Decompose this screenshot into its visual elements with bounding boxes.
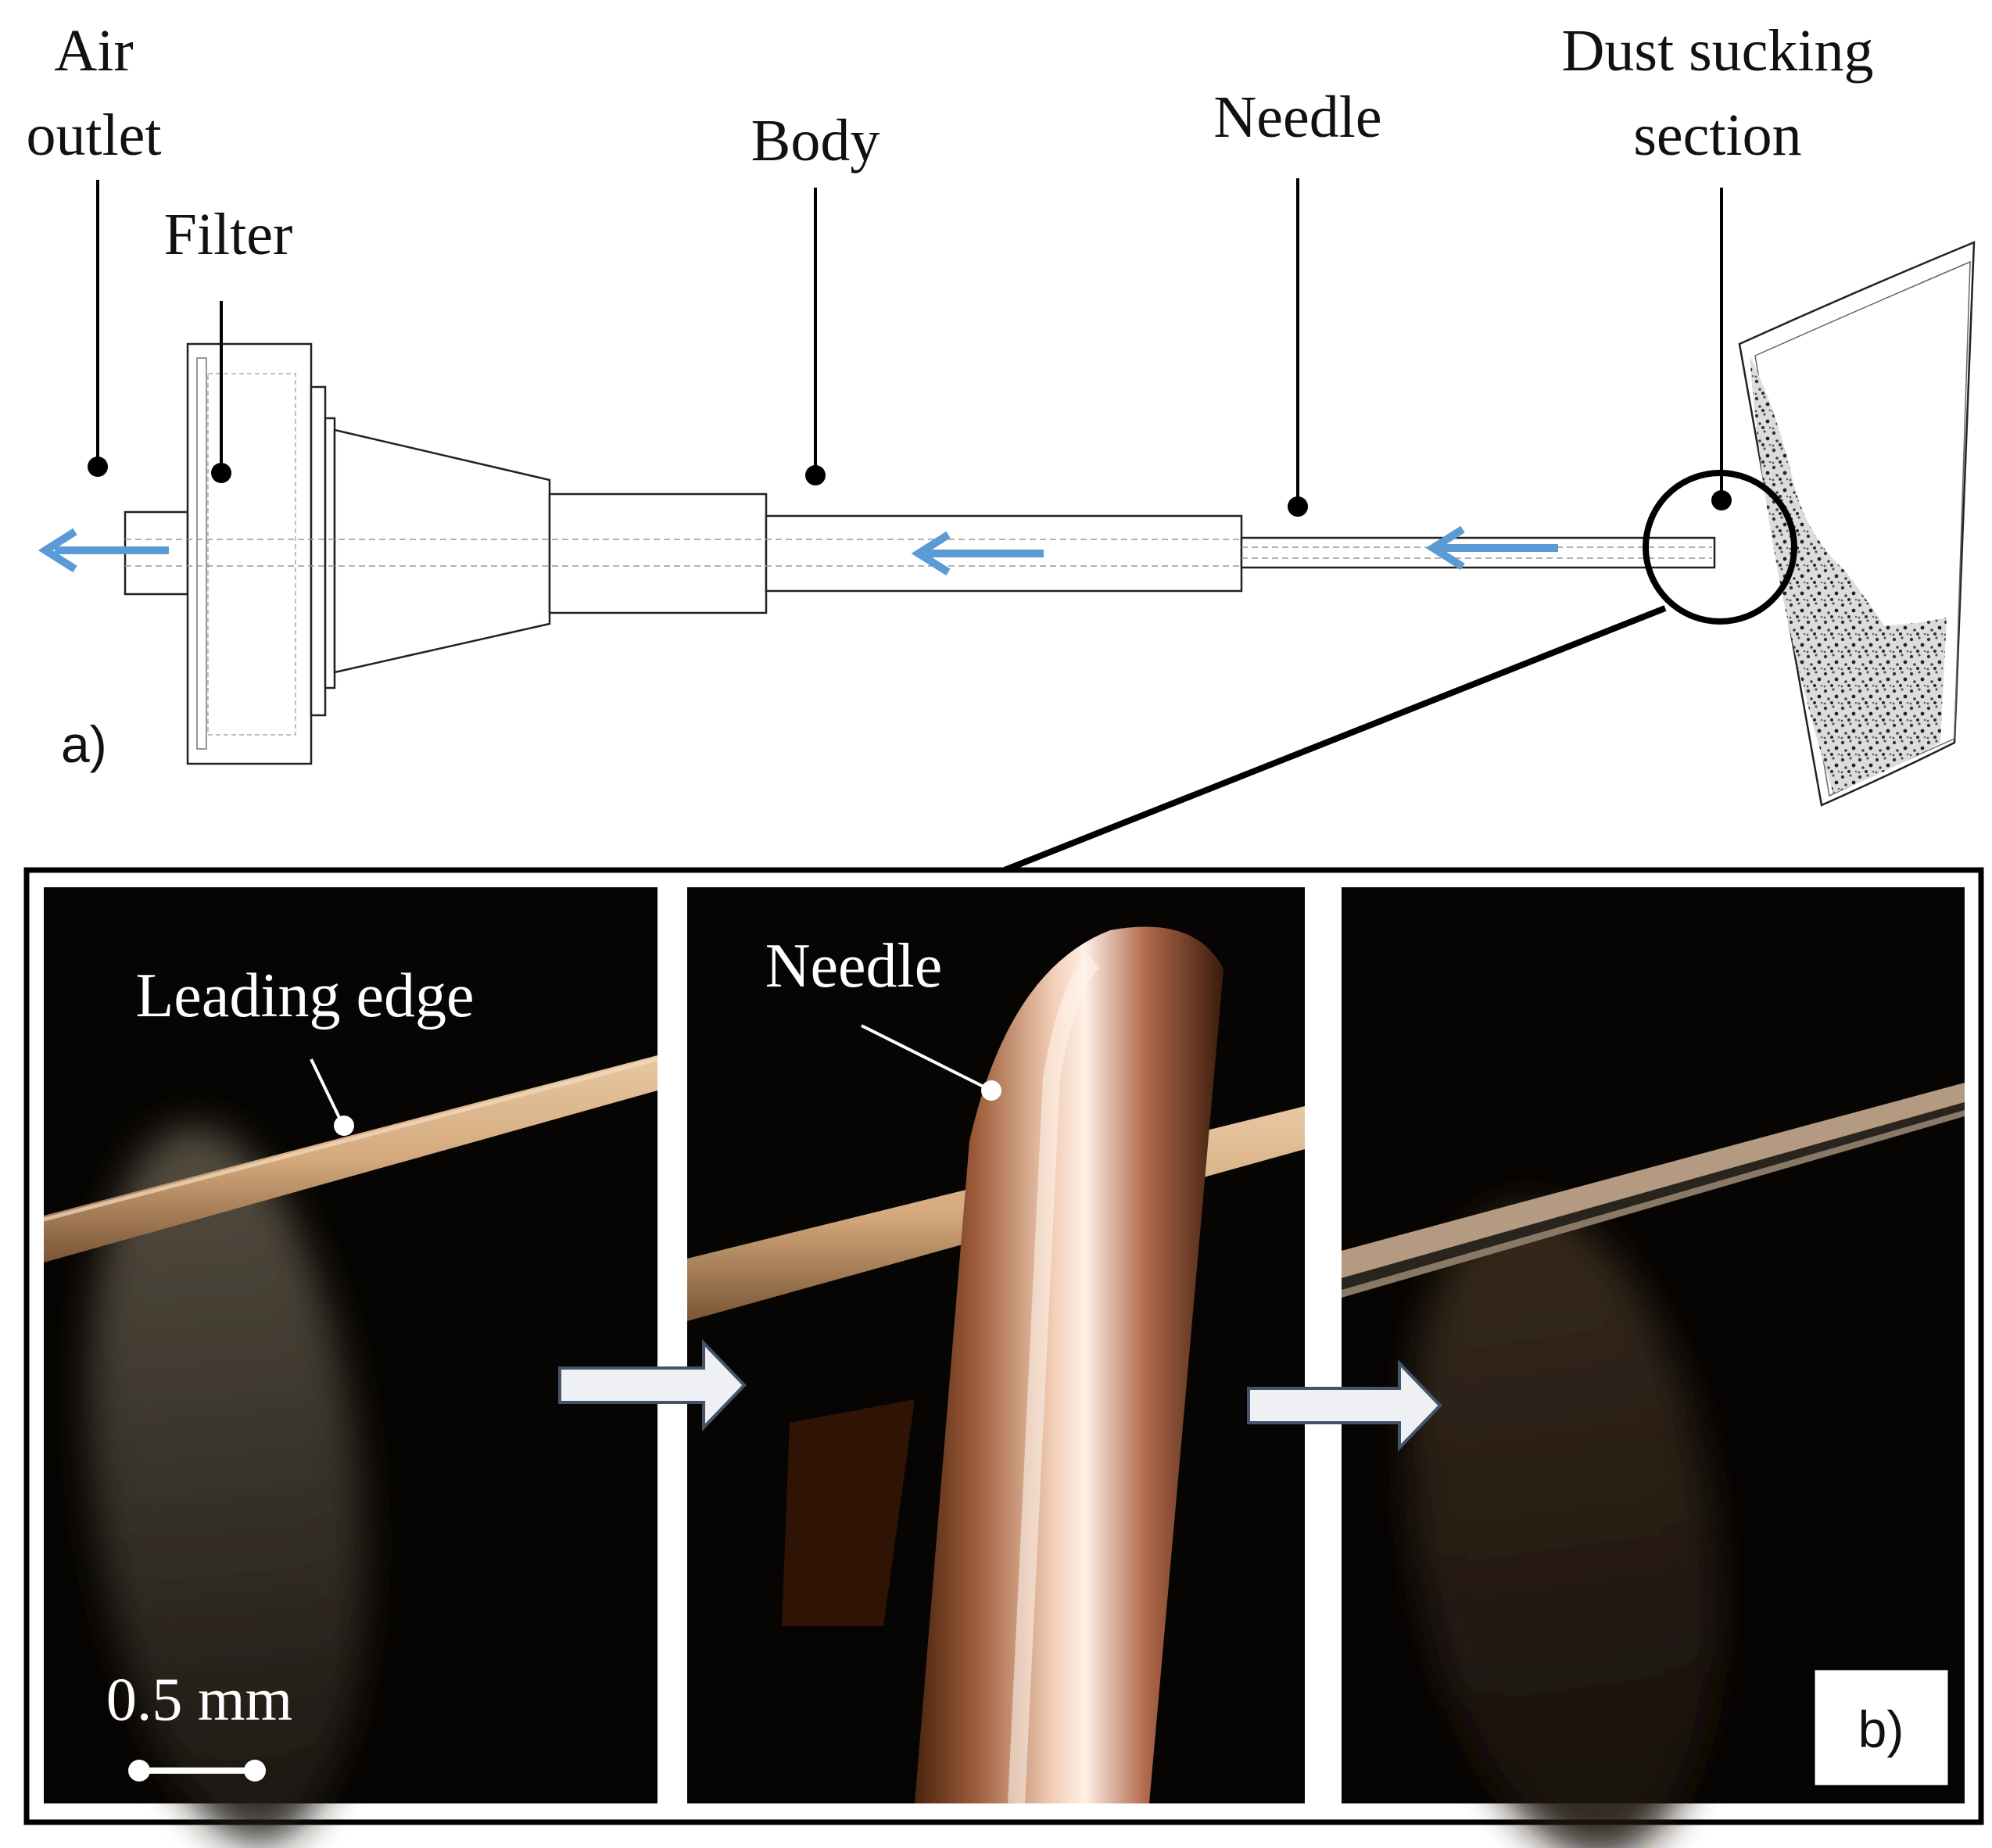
cone-adapter [333, 428, 551, 674]
label-air-outlet-line1: Air [54, 18, 133, 84]
label-needle: Needle [1213, 84, 1381, 150]
zoom-connector [1003, 605, 1667, 873]
panel-a-diagram: Air outlet Filter Body Needle Dust sucki… [26, 18, 1976, 873]
step-arrow-icon [1247, 1359, 1442, 1452]
panel-b-tag: b) [1858, 1700, 1904, 1758]
photo-after: b) [1342, 887, 1965, 1848]
panel-a-tag: a) [61, 715, 107, 773]
flow-arrow-icon [911, 531, 1044, 576]
flow-arrow-icon [1425, 525, 1558, 571]
dust-deposit [1750, 356, 1947, 793]
photo-before: Leading edge 0.5 mm [43, 887, 658, 1843]
filter-housing [186, 342, 336, 765]
leading-edge-rod-3 [1342, 1083, 1965, 1278]
blade-section [1738, 241, 1976, 807]
scale-bar-label: 0.5 mm [106, 1665, 292, 1733]
needle-tube [1240, 536, 1716, 569]
leading-edge-rod [44, 1055, 657, 1262]
label-leading-edge: Leading edge [135, 962, 474, 1030]
label-needle-photo: Needle [765, 932, 943, 1001]
leader-lines [96, 178, 1723, 507]
label-dust-line2: section [1633, 102, 1801, 168]
label-air-outlet-line2: outlet [26, 102, 161, 168]
label-filter: Filter [164, 202, 293, 267]
flow-arrow-icon [38, 528, 169, 573]
panel-b: Leading edge 0.5 mm Needle [23, 867, 1984, 1848]
step-arrow-icon [558, 1339, 747, 1431]
leader-dots [88, 457, 1732, 517]
label-body: Body [751, 108, 880, 174]
needle-pointer [861, 1024, 992, 1092]
needle-photo [915, 926, 1224, 1803]
scale-bar [128, 1760, 266, 1782]
flow-arrows [38, 525, 1558, 576]
leading-edge-pointer [310, 1058, 344, 1125]
photo-during: Needle [687, 887, 1305, 1804]
panel-b-tag-box [1812, 1667, 1951, 1788]
label-dust-line1: Dust sucking [1562, 18, 1874, 84]
body-upper-cylinder [548, 492, 768, 614]
